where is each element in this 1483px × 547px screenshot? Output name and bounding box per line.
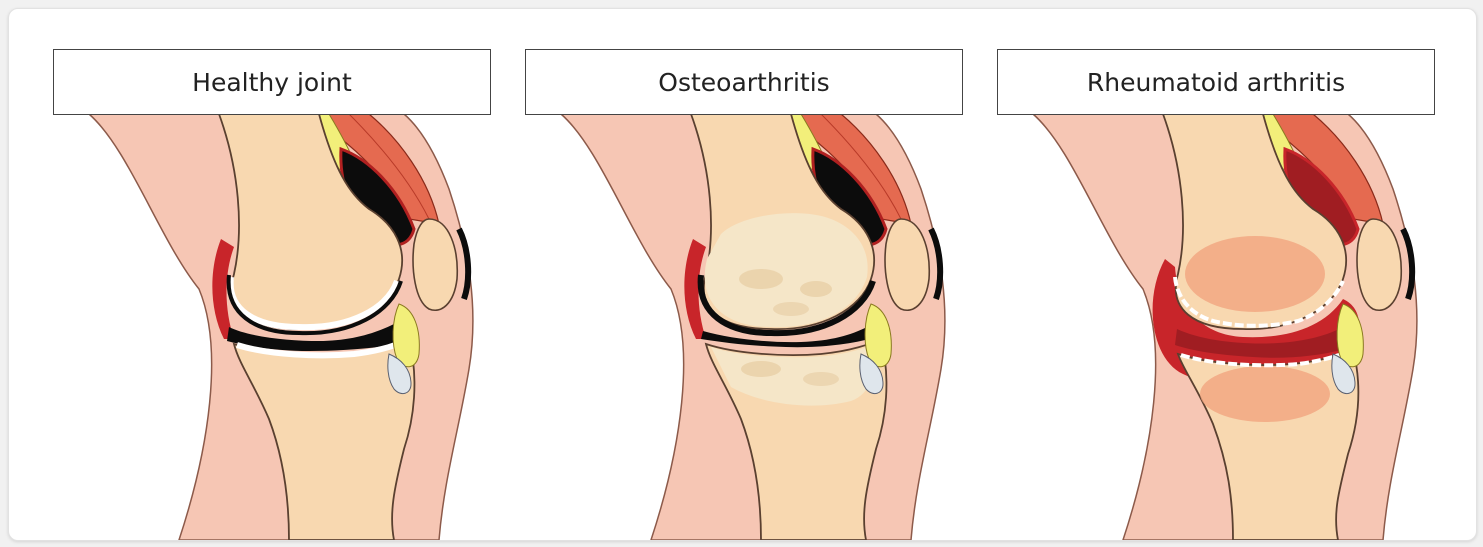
diagram-card: Healthy joint — [8, 8, 1477, 541]
panel-healthy-joint: Healthy joint — [49, 9, 519, 540]
panel-osteoarthritis: Osteoarthritis — [521, 9, 991, 540]
panel-rheumatoid-arthritis: Rheumatoid arthritis — [993, 9, 1463, 540]
panel-title-osteoarthritis: Osteoarthritis — [525, 49, 963, 115]
panel-title-healthy-joint: Healthy joint — [53, 49, 491, 115]
panel-title-rheumatoid-arthritis: Rheumatoid arthritis — [997, 49, 1435, 115]
